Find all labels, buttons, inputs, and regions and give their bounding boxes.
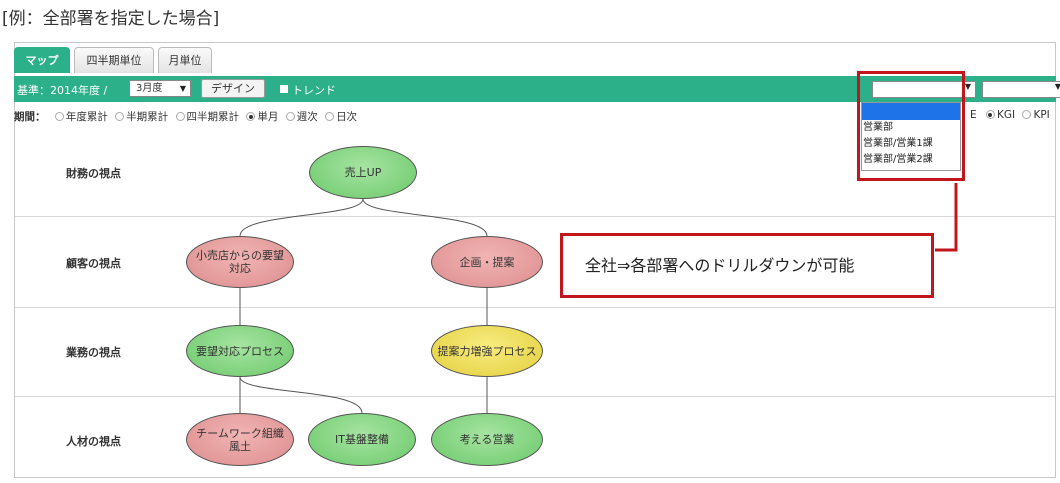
radio-kpi[interactable] <box>1022 110 1032 119</box>
department-dropdown-list: 営業部 営業部/営業1課 営業部/営業2課 <box>861 102 961 171</box>
node-proposal-process[interactable]: 提案力増強プロセス <box>431 325 543 377</box>
period-label: 期間： <box>14 111 46 123</box>
radio-label: 半期累計 <box>126 111 169 123</box>
chevron-down-icon: ▼ <box>179 84 186 93</box>
dropdown-option[interactable]: 営業部 <box>863 122 893 133</box>
caption: [例：全部署を指定した場合] <box>2 9 220 29</box>
drilldown-callout: 全社⇒各部署へのドリルダウンが可能 <box>560 233 934 298</box>
node-it-infrastructure[interactable]: IT基盤整備 <box>308 413 416 466</box>
tab-quarterly[interactable]: 四半期単位 <box>74 47 154 73</box>
radio-daily[interactable] <box>325 112 335 121</box>
callout-leader <box>935 183 958 252</box>
period-options: 期間： 年度累計 半期累計 四半期累計 単月 週次 日次 <box>14 109 357 124</box>
node-retailer-request[interactable]: 小売店からの要望対応 <box>186 236 294 288</box>
tab-monthly[interactable]: 月単位 <box>158 47 212 73</box>
tab-map[interactable]: マップ <box>14 47 70 73</box>
sub-department-select[interactable]: ▼ <box>982 81 1060 98</box>
dropdown-highlight-box <box>857 71 965 181</box>
month-select[interactable]: 3月度 ▼ <box>129 80 191 97</box>
department-select[interactable]: ▼ <box>872 81 976 98</box>
indicator-options: E KGI KPI <box>970 109 1050 121</box>
radio-year-total[interactable] <box>54 112 64 121</box>
trend-label: トレンド <box>292 84 336 97</box>
radio-single-month[interactable] <box>246 112 256 121</box>
perspective-process: 業務の視点 <box>66 346 121 359</box>
connector <box>239 198 364 237</box>
radio-quarter-total[interactable] <box>175 112 185 121</box>
dropdown-selected-option[interactable] <box>862 103 960 120</box>
node-teamwork-culture[interactable]: チームワーク組織風土 <box>186 413 294 466</box>
perspective-customer: 顧客の視点 <box>66 257 121 270</box>
trend-checkbox[interactable] <box>280 85 288 93</box>
connector <box>362 198 488 237</box>
perspective-financial: 財務の視点 <box>66 167 121 180</box>
row-divider <box>15 216 1055 217</box>
indicator-prefix: E <box>970 109 977 121</box>
row-divider <box>15 396 1055 397</box>
chevron-down-icon: ▼ <box>964 82 971 91</box>
chevron-down-icon: ▼ <box>1054 82 1060 91</box>
radio-half-total[interactable] <box>115 112 125 121</box>
radio-label: 週次 <box>296 111 318 123</box>
node-request-process[interactable]: 要望対応プロセス <box>186 325 294 377</box>
radio-kgi[interactable] <box>985 110 995 119</box>
radio-label: 単月 <box>257 111 279 123</box>
dropdown-option[interactable]: 営業部/営業2課 <box>863 154 933 165</box>
design-button[interactable]: デザイン <box>201 79 265 98</box>
row-divider <box>15 307 1055 308</box>
base-year-label: 基準：2014年度 / <box>17 84 108 97</box>
radio-label: 日次 <box>336 111 358 123</box>
node-sales-up[interactable]: 売上UP <box>309 146 417 199</box>
radio-label: KGI <box>996 109 1016 121</box>
radio-label: 四半期累計 <box>186 111 240 123</box>
radio-label: 年度累計 <box>65 111 108 123</box>
perspective-people: 人材の視点 <box>66 435 121 448</box>
dropdown-option[interactable]: 営業部/営業1課 <box>863 138 933 149</box>
node-planning-proposal[interactable]: 企画・提案 <box>431 236 543 288</box>
radio-label: KPI <box>1033 109 1050 121</box>
month-select-value: 3月度 <box>136 83 163 94</box>
toolbar: 基準：2014年度 / 3月度 ▼ デザイン トレンド ▼ ▼ <box>14 76 1060 102</box>
radio-weekly[interactable] <box>285 112 295 121</box>
node-thinking-sales[interactable]: 考える営業 <box>431 413 543 466</box>
connector <box>239 376 363 414</box>
